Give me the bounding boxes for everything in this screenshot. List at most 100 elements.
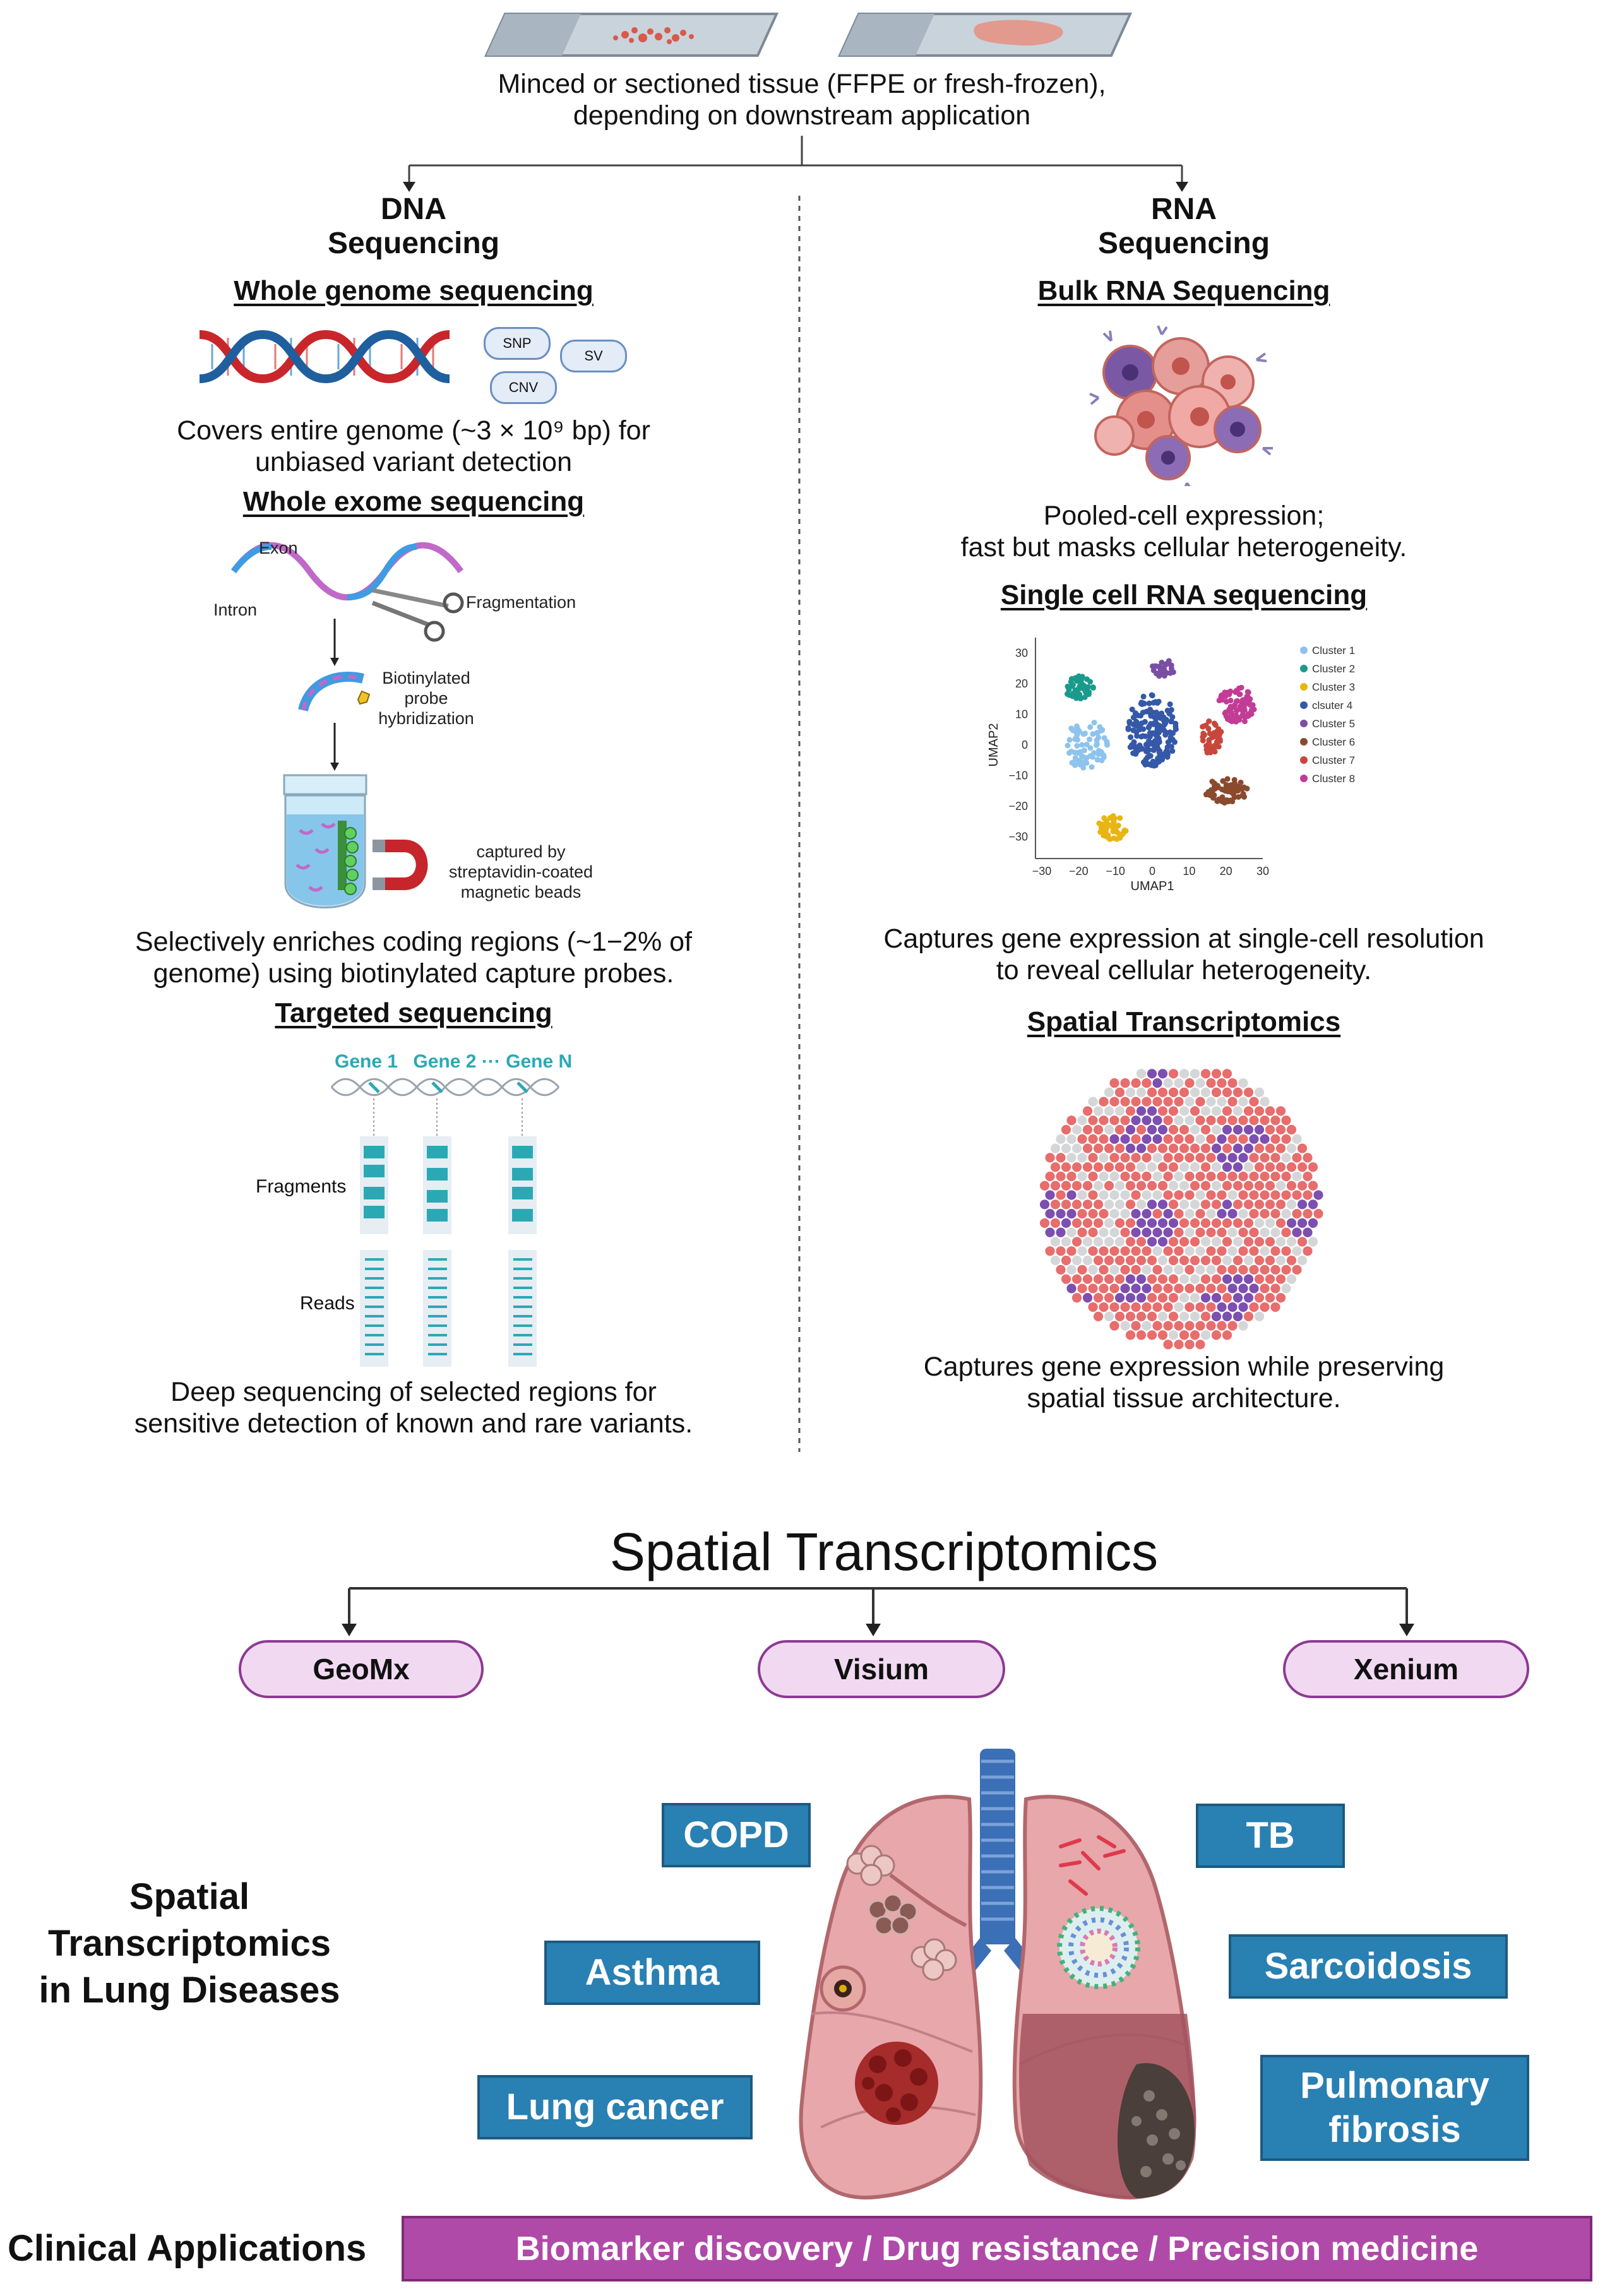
spatial-spot	[1200, 1087, 1211, 1097]
legend-swatch	[1300, 683, 1308, 691]
scrna-caption: Captures gene expression at single-cell …	[808, 923, 1560, 986]
spatial-spot	[1211, 1311, 1222, 1321]
spatial-spot	[1142, 1264, 1152, 1275]
spatial-spot	[1174, 1190, 1184, 1200]
spatial-spot	[1195, 1078, 1205, 1088]
spatial-spot	[1238, 1171, 1248, 1182]
umap-point	[1205, 788, 1212, 795]
clinical-bar-text: Biomarker discovery / Drug resistance / …	[515, 2230, 1479, 2268]
spatial-spot	[1270, 1227, 1280, 1237]
spatial-spot	[1142, 1246, 1152, 1256]
spatial-spot	[1184, 1115, 1195, 1126]
spatial-spot	[1147, 1311, 1157, 1321]
spatial-spot	[1260, 1246, 1270, 1256]
snp-badge: SNP	[484, 327, 551, 360]
spatial-spot	[1243, 1087, 1254, 1097]
spatial-spot	[1163, 1283, 1173, 1294]
umap-point	[1167, 718, 1174, 725]
spatial-spot	[1104, 1106, 1114, 1116]
spatial-spot	[1227, 1283, 1238, 1294]
spatial-spot	[1195, 1171, 1205, 1182]
umap-point	[1159, 715, 1165, 721]
disease-pulmonary-fibrosis: Pulmonary fibrosis	[1260, 2055, 1529, 2161]
spatial-spot	[1082, 1199, 1093, 1210]
spatial-spot	[1104, 1255, 1114, 1266]
spatial-spot	[1131, 1171, 1141, 1182]
wes-heading: Whole exome sequencing	[242, 486, 585, 517]
umap-point	[1143, 741, 1149, 747]
umap-point	[1156, 737, 1162, 744]
spatial-spot	[1254, 1311, 1265, 1321]
spatial-spot	[1297, 1199, 1308, 1210]
spatial-spot	[1125, 1106, 1136, 1116]
spatial-spot	[1125, 1087, 1136, 1097]
sv-label: SV	[584, 348, 603, 364]
spatial-spot	[1217, 1246, 1227, 1256]
umap-point	[1068, 679, 1074, 685]
spatial-spot-array-illustration	[1039, 1069, 1323, 1350]
spatial-spot	[1088, 1134, 1098, 1144]
umap-point	[1204, 746, 1210, 752]
spatial-spot	[1195, 1190, 1205, 1200]
spatial-spot	[1114, 1162, 1125, 1172]
spatial-spot	[1061, 1162, 1071, 1172]
spatial-spot	[1275, 1237, 1286, 1247]
umap-point	[1167, 670, 1174, 676]
spatial-spot	[1093, 1124, 1104, 1135]
umap-point	[1213, 741, 1219, 747]
umap-point	[1150, 730, 1156, 736]
spatial-spot	[1211, 1181, 1222, 1191]
spatial-spot	[1039, 1181, 1050, 1191]
spatial-spot	[1217, 1321, 1227, 1331]
spatial-spot	[1168, 1069, 1179, 1079]
beads-label-line3: magnetic beads	[460, 883, 582, 901]
lung-tumor-icon	[855, 2042, 938, 2125]
spatial-spot	[1147, 1255, 1157, 1266]
umap-point	[1169, 748, 1176, 754]
umap-x-tick-label: −30	[1032, 865, 1052, 877]
legend-entry: Cluster 8	[1312, 773, 1355, 785]
spatial-spot	[1082, 1124, 1093, 1135]
intron-label: Intron	[213, 600, 258, 619]
pulmonary-fibrosis-line1: Pulmonary	[1300, 2065, 1489, 2106]
umap-point	[1214, 798, 1220, 804]
spatial-spot	[1200, 1237, 1211, 1247]
spatial-spot	[1184, 1209, 1195, 1219]
spatial-spot	[1184, 1190, 1195, 1200]
spatial-spot	[1131, 1190, 1141, 1200]
umap-point	[1222, 709, 1229, 715]
spatial-spot	[1270, 1153, 1280, 1163]
umap-point	[1130, 727, 1137, 734]
geomx-label: GeoMx	[313, 1653, 410, 1686]
spatial-spot	[1066, 1283, 1077, 1294]
spatial-spot	[1045, 1246, 1055, 1256]
spatial-spot	[1061, 1199, 1071, 1210]
umap-point	[1131, 739, 1137, 746]
spatial-spot	[1227, 1134, 1238, 1144]
spatial-spot	[1125, 1199, 1136, 1210]
spatial-spot	[1120, 1115, 1130, 1126]
spatial-spot	[1157, 1162, 1168, 1172]
spatial-spot	[1168, 1237, 1179, 1247]
spatial-spot	[1184, 1264, 1195, 1275]
umap-point	[1224, 786, 1231, 792]
spatial-spot	[1104, 1293, 1114, 1303]
spatial-spot	[1109, 1283, 1119, 1294]
spatial-spot	[1056, 1227, 1066, 1237]
platform-branch-arrows	[342, 1587, 1414, 1636]
spatial-spot	[1265, 1143, 1275, 1153]
side-label-line1: Spatial	[129, 1876, 250, 1917]
spatial-spot	[1195, 1246, 1205, 1256]
wes-workflow-illustration	[230, 542, 464, 908]
spatial-spot	[1206, 1264, 1216, 1275]
spatial-spot	[1249, 1283, 1259, 1294]
spatial-spot	[1190, 1218, 1200, 1228]
fibrosis-tissue-icon	[1019, 2014, 1196, 2199]
spatial-spot	[1227, 1209, 1238, 1219]
spatial-spot	[1249, 1246, 1259, 1256]
spatial-spot	[1243, 1106, 1254, 1116]
spatial-spot	[1184, 1078, 1195, 1088]
spatial-spot	[1195, 1153, 1205, 1163]
legend-entry: clsuter 4	[1312, 699, 1352, 711]
